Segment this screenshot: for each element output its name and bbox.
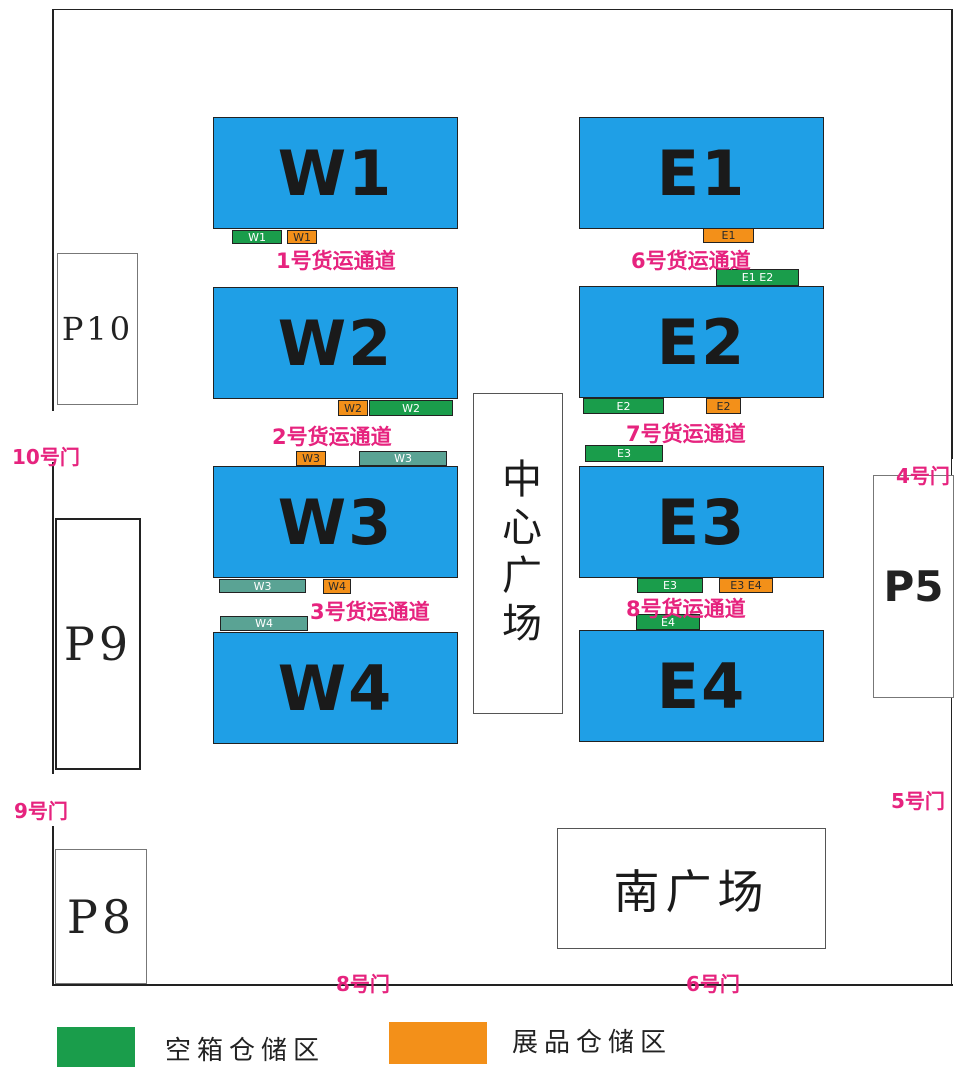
- storage-tag-empty-box: W4: [220, 616, 308, 631]
- hall-e4: E4: [579, 630, 824, 742]
- storage-tag-empty-box: E1 E2: [716, 269, 799, 286]
- legend-empty-box-label: 空箱仓储区: [165, 1036, 326, 1066]
- cargo-channel-3-label: 3号货运通道: [310, 600, 430, 624]
- parking-p8: P8: [55, 849, 147, 984]
- cargo-channel-6-label: 6号货运通道: [631, 249, 751, 273]
- boundary-left-upper: [52, 9, 54, 411]
- storage-tag-exhibit: W3: [296, 451, 326, 466]
- parking-p10: P10: [57, 253, 138, 405]
- hall-e2: E2: [579, 286, 824, 398]
- storage-tag-empty-box: E4: [636, 614, 700, 630]
- storage-tag-empty-box: W1: [232, 230, 282, 244]
- hall-w4: W4: [213, 632, 458, 744]
- legend-exhibit-swatch: [389, 1022, 487, 1064]
- hall-w1: W1: [213, 117, 458, 229]
- gate-4-label: 4号门: [896, 464, 950, 488]
- cargo-channel-7-label: 7号货运通道: [626, 422, 746, 446]
- storage-tag-exhibit: E3 E4: [719, 578, 773, 593]
- cargo-channel-8-label: 8号货运通道: [626, 597, 746, 621]
- storage-tag-exhibit: E2: [706, 398, 741, 414]
- boundary-bottom: [52, 984, 953, 986]
- storage-tag-empty-box: E3: [585, 445, 663, 462]
- parking-p5: P5: [873, 475, 954, 698]
- south-plaza: 南广场: [557, 828, 826, 949]
- storage-tag-exhibit: W4: [323, 579, 351, 594]
- legend-exhibit-label: 展品仓储区: [512, 1028, 673, 1058]
- storage-tag-empty-box: E3: [637, 578, 703, 593]
- hall-e3: E3: [579, 466, 824, 578]
- gate-6-label: 6号门: [686, 972, 740, 996]
- storage-tag-empty-box: W3: [359, 451, 447, 466]
- storage-tag-exhibit: W2: [338, 400, 368, 416]
- boundary-left-lower: [52, 826, 54, 986]
- cargo-channel-2-label: 2号货运通道: [272, 425, 392, 449]
- storage-tag-empty-box: W3: [219, 579, 306, 593]
- hall-w2: W2: [213, 287, 458, 399]
- gate-5-label: 5号门: [891, 789, 945, 813]
- boundary-right-upper: [951, 9, 953, 459]
- legend-empty-box-swatch: [57, 1027, 135, 1067]
- hall-e1: E1: [579, 117, 824, 229]
- boundary-left-mid: [52, 462, 54, 774]
- storage-tag-exhibit: W1: [287, 230, 317, 244]
- central-plaza: 中心广场: [473, 393, 563, 714]
- storage-tag-empty-box: W2: [369, 400, 453, 416]
- gate-10-label: 10号门: [12, 445, 80, 469]
- storage-tag-empty-box: E2: [583, 398, 664, 414]
- cargo-channel-1-label: 1号货运通道: [276, 249, 396, 273]
- parking-p9: P9: [55, 518, 141, 770]
- hall-w3: W3: [213, 466, 458, 578]
- storage-tag-exhibit: E1: [703, 228, 754, 243]
- gate-9-label: 9号门: [14, 799, 68, 823]
- gate-8-label: 8号门: [336, 972, 390, 996]
